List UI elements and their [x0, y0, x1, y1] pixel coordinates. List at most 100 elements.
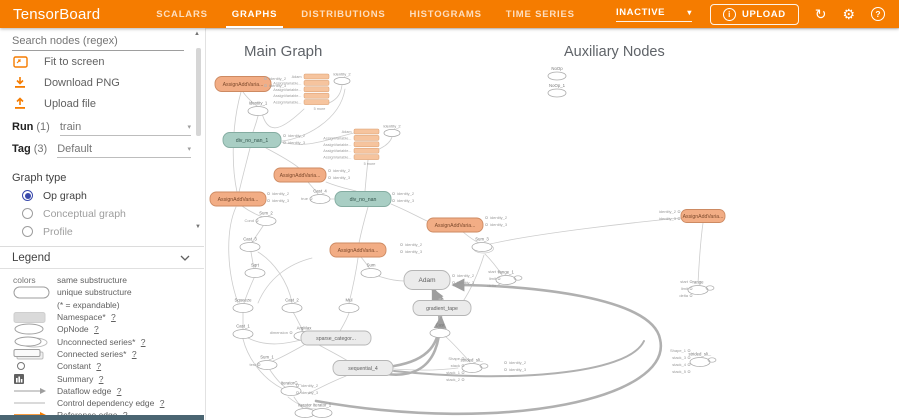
status-dropdown[interactable]: INACTIVE ▾ [615, 7, 692, 22]
op-node[interactable] [383, 129, 401, 138]
namespace-node-adam[interactable] [403, 270, 451, 290]
series-node-row[interactable] [303, 92, 330, 99]
op-node[interactable] [309, 194, 331, 204]
help-link[interactable]: ? [140, 336, 146, 347]
help-icon[interactable]: ? [871, 7, 885, 21]
op-node[interactable] [360, 268, 382, 278]
edge-label: dimension [270, 330, 288, 335]
op-node[interactable] [338, 303, 360, 313]
refresh-icon[interactable]: ↻ [814, 6, 827, 22]
series-node-row[interactable] [353, 154, 380, 160]
series-row-label: AssignVariable... [273, 88, 301, 92]
namespace-node-assignaddvaria[interactable] [273, 167, 327, 183]
upload-file-button[interactable]: Upload file [12, 93, 205, 114]
series-node-row[interactable] [303, 80, 330, 86]
aux-op-node[interactable] [547, 71, 567, 81]
edge-label: identity_2 [659, 209, 677, 214]
namespace-node-sparse_categor[interactable] [300, 330, 372, 346]
help-link[interactable]: ? [111, 312, 116, 323]
gear-icon[interactable]: ⚙ [842, 6, 855, 22]
tab-distributions[interactable]: DISTRIBUTIONS [301, 8, 386, 20]
tag-select[interactable]: Default ▾ [57, 143, 191, 158]
series-node-row[interactable] [353, 147, 380, 154]
fit-to-screen-button[interactable]: Fit to screen [12, 51, 205, 72]
op-node[interactable] [461, 363, 483, 373]
series-node-row[interactable] [353, 141, 380, 148]
op-node[interactable] [255, 216, 277, 226]
radio-profile[interactable]: Profile [22, 224, 205, 239]
op-node[interactable] [256, 360, 278, 370]
port-icon [497, 277, 501, 281]
upload-button[interactable]: i UPLOAD [709, 3, 799, 25]
series-node-row[interactable] [353, 135, 380, 141]
tab-scalars[interactable]: SCALARS [156, 8, 208, 20]
op-node[interactable] [280, 386, 302, 396]
help-link[interactable]: ? [159, 398, 165, 409]
op-node[interactable] [471, 242, 493, 252]
series-node-row[interactable] [303, 99, 330, 105]
namespace-node-assignaddvaria[interactable] [214, 76, 272, 92]
main-graph-title: Main Graph [244, 43, 323, 60]
dataflow-edge [697, 222, 704, 285]
op-node[interactable] [689, 357, 711, 367]
op-node[interactable] [333, 77, 351, 86]
namespace-node-assignaddvaria[interactable] [329, 242, 387, 258]
op-node[interactable] [244, 268, 266, 278]
help-link[interactable]: ? [131, 348, 137, 359]
help-link[interactable]: ? [96, 361, 102, 372]
port-icon [452, 274, 455, 278]
run-select[interactable]: train ▾ [59, 121, 191, 136]
namespace-node-label: AssignAddVaria... [218, 197, 259, 203]
namespace-node-assignaddvaria[interactable] [680, 209, 726, 223]
scroll-up-icon[interactable]: ▲ [194, 31, 200, 37]
download-png-button[interactable]: Download PNG [12, 72, 205, 93]
tab-histograms[interactable]: HISTOGRAMS [409, 8, 482, 20]
port-icon [296, 391, 299, 395]
namespace-node-sequential_4[interactable] [332, 360, 394, 376]
graph-svg[interactable]: AdamAssignVariable...AssignVariable...As… [208, 29, 898, 420]
op-node[interactable] [311, 408, 333, 418]
op-node[interactable] [247, 106, 269, 116]
help-link[interactable]: ? [98, 373, 104, 384]
op-node[interactable] [232, 329, 254, 339]
series-node-row[interactable] [303, 86, 330, 93]
edge-label: identity_3 [405, 249, 423, 254]
summary-icon [13, 373, 57, 385]
sidebar-scrollbar[interactable]: ▲ [191, 30, 203, 38]
namespace-node-div_no_nan[interactable] [334, 191, 392, 207]
dataflow-edge [242, 338, 284, 390]
namespace-node-assignaddvaria[interactable] [209, 191, 267, 207]
help-link[interactable]: ? [94, 324, 99, 335]
scrollbar-thumb[interactable] [196, 48, 201, 136]
tab-graphs[interactable]: GRAPHS [220, 0, 289, 28]
series-node-row[interactable] [353, 128, 380, 135]
radio-op-graph[interactable]: Op graph [22, 188, 205, 203]
op-node[interactable] [239, 242, 261, 252]
namespace-node-gradient_tape[interactable] [412, 300, 472, 316]
aux-op-node[interactable] [547, 88, 567, 98]
legend-header[interactable]: Legend [0, 247, 204, 269]
tab-time-series[interactable]: TIME SERIES [505, 8, 575, 20]
radio-conceptual-graph[interactable]: Conceptual graph [22, 206, 205, 221]
dataflow-edge [257, 251, 293, 304]
op-node[interactable] [232, 303, 254, 313]
help-link[interactable]: ? [116, 385, 122, 396]
op-node[interactable] [429, 328, 451, 338]
ellipse-icon [13, 323, 57, 335]
series-node-row[interactable] [303, 73, 330, 80]
series-row-label: AssignVariable... [323, 156, 351, 160]
namespace-node-div_no_nan_1[interactable] [222, 132, 282, 148]
op-node-label: ArgMax [297, 326, 313, 331]
edge-label: identity_3 [288, 140, 306, 145]
port-icon [309, 197, 313, 201]
op-node[interactable] [281, 303, 303, 313]
radio-icon [22, 208, 33, 219]
namespace-node-assignaddvaria[interactable] [426, 217, 484, 233]
edge-label: test [250, 362, 257, 367]
search-input[interactable] [12, 33, 184, 51]
scroll-down-icon[interactable]: ▼ [195, 224, 201, 230]
dataflow-edge [307, 181, 319, 195]
port-icon [689, 294, 693, 298]
